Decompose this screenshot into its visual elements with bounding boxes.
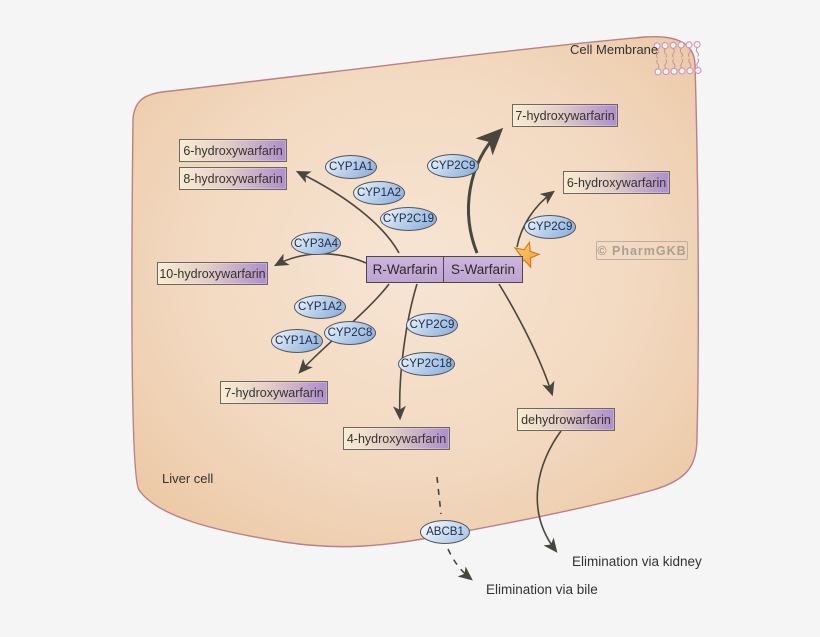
metabolite-10-hydroxywarfarin[interactable]: 10-hydroxywarfarin (157, 262, 268, 285)
liver-cell-label: Liver cell (162, 471, 214, 486)
pharmgkb-watermark: © PharmGKB (596, 241, 688, 260)
elimination-bile-label: Elimination via bile (486, 582, 598, 597)
enzyme-cyp2c9-mid[interactable]: CYP2C9 (406, 313, 458, 337)
metabolite-6-hydroxywarfarin-right[interactable]: 6-hydroxywarfarin (563, 171, 670, 194)
cell-membrane-label: Cell Membrane (570, 42, 659, 57)
enzyme-cyp2c9-right[interactable]: CYP2C9 (524, 215, 576, 239)
drug-s-warfarin[interactable]: S-Warfarin (443, 256, 523, 283)
metabolite-7-hydroxywarfarin-bottom[interactable]: 7-hydroxywarfarin (220, 381, 328, 404)
elimination-kidney-label: Elimination via kidney (572, 554, 702, 569)
enzyme-cyp3a4[interactable]: CYP3A4 (291, 232, 341, 255)
enzyme-cyp1a1-upper[interactable]: CYP1A1 (325, 155, 377, 179)
metabolite-4-hydroxywarfarin[interactable]: 4-hydroxywarfarin (343, 427, 450, 450)
transporter-abcb1[interactable]: ABCB1 (420, 520, 470, 544)
metabolite-dehydrowarfarin[interactable]: dehydrowarfarin (517, 408, 615, 431)
metabolite-8-hydroxywarfarin[interactable]: 8-hydroxywarfarin (179, 167, 287, 190)
enzyme-cyp1a2-lower[interactable]: CYP1A2 (294, 295, 346, 319)
drug-r-warfarin[interactable]: R-Warfarin (366, 256, 444, 283)
enzyme-cyp1a2-upper[interactable]: CYP1A2 (353, 181, 405, 205)
enzyme-cyp2c8[interactable]: CYP2C8 (324, 321, 376, 345)
enzyme-cyp2c9-top[interactable]: CYP2C9 (427, 154, 479, 178)
membrane-bilayer-icon (653, 40, 702, 76)
metabolite-6-hydroxywarfarin-left[interactable]: 6-hydroxywarfarin (179, 139, 287, 162)
enzyme-cyp2c18[interactable]: CYP2C18 (398, 352, 455, 376)
metabolite-7-hydroxywarfarin-top[interactable]: 7-hydroxywarfarin (512, 104, 618, 127)
enzyme-cyp1a1-lower[interactable]: CYP1A1 (271, 329, 323, 353)
enzyme-cyp2c19[interactable]: CYP2C19 (380, 207, 437, 231)
